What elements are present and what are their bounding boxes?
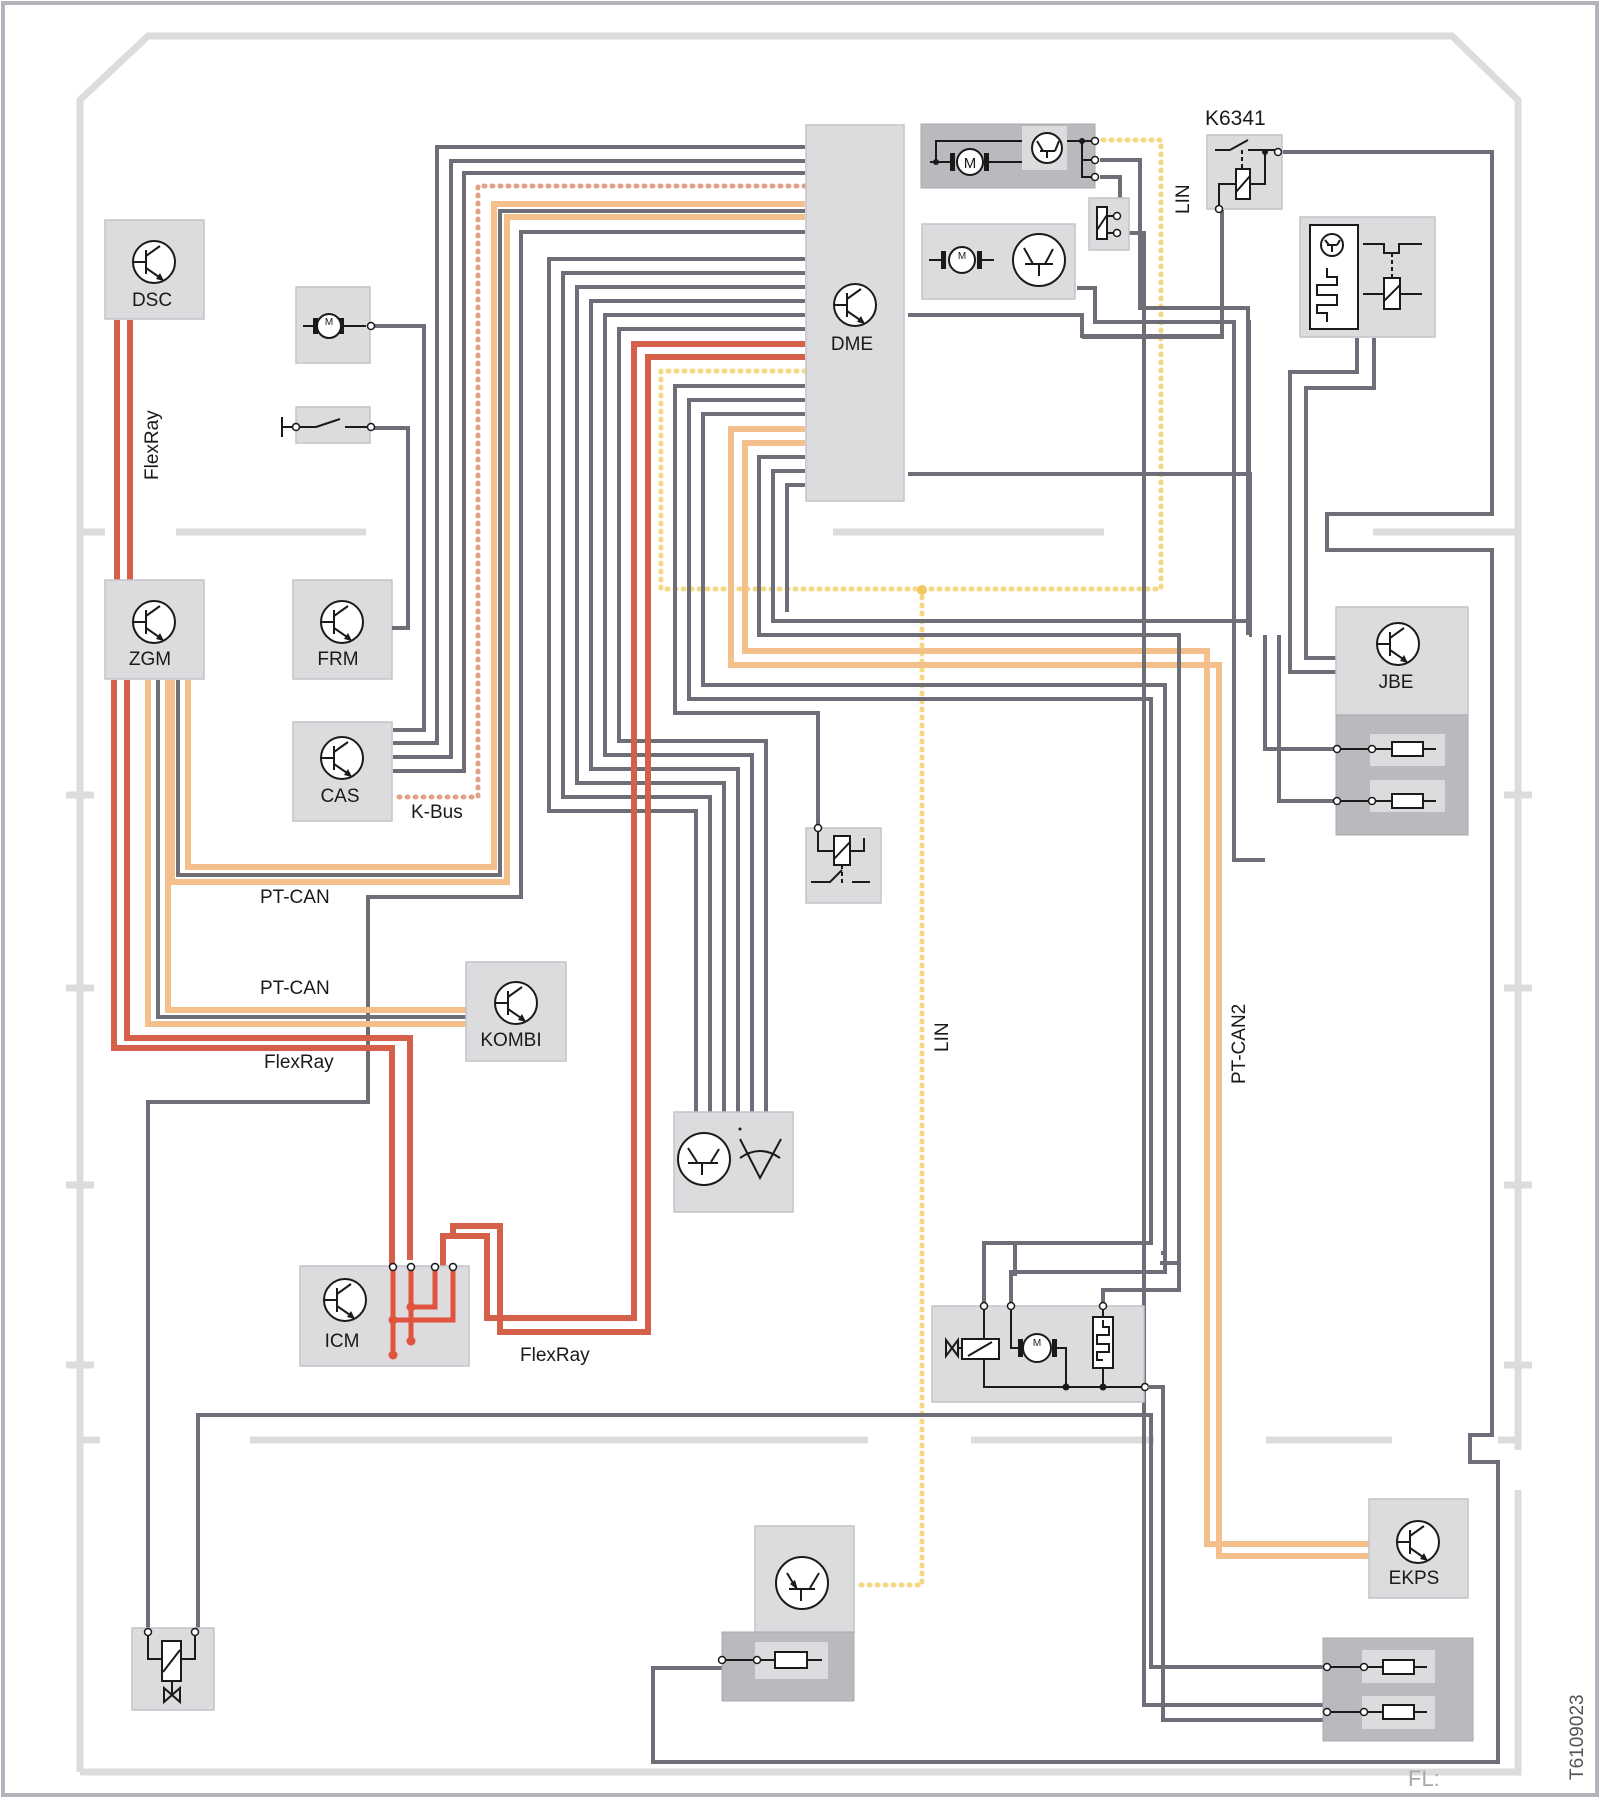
zgm-buses — [111, 680, 468, 1272]
vehicle-outline — [66, 32, 1532, 1776]
corner-label: FL: — [1408, 1766, 1440, 1791]
module-dsc[interactable]: DSC — [104, 219, 205, 320]
module-zgm[interactable]: ZGM — [104, 579, 205, 680]
fuse-icon — [1332, 793, 1436, 809]
fuse-icon — [1322, 1659, 1427, 1675]
sensor-fuse-box[interactable] — [717, 1631, 855, 1702]
control-unit-icon — [132, 600, 176, 644]
module-label: ICM — [325, 1331, 360, 1352]
module-cas[interactable]: CAS — [292, 721, 393, 822]
actuator-motor-1[interactable]: M — [295, 286, 376, 364]
heater-relay-module[interactable] — [1299, 216, 1436, 338]
control-unit-icon — [323, 1278, 367, 1322]
fuel-system-module[interactable]: M — [931, 1301, 1150, 1403]
fuse-icon — [717, 1651, 822, 1669]
module-label: DME — [831, 334, 873, 355]
control-unit-icon — [494, 981, 538, 1025]
control-unit-icon — [1376, 622, 1420, 666]
module-label: EKPS — [1389, 1568, 1440, 1589]
motor-sensor-module[interactable]: M — [921, 223, 1076, 300]
relay-label: K6341 — [1205, 107, 1266, 130]
module-jbe[interactable]: JBE — [1335, 606, 1469, 716]
module-label: CAS — [320, 786, 359, 807]
relay-small[interactable] — [1088, 197, 1130, 251]
module-frm[interactable]: FRM — [292, 579, 393, 680]
bus-label-kbus: K-Bus — [411, 802, 463, 823]
bus-label-lin-top: LIN — [1173, 184, 1194, 214]
wire-bundle-dme — [146, 137, 1374, 1648]
module-icm[interactable]: ICM — [299, 1262, 470, 1367]
fuse-icon — [1332, 741, 1436, 757]
sensor-lower[interactable] — [754, 1525, 855, 1634]
module-label: ZGM — [129, 649, 171, 670]
jbe-fuse-box[interactable] — [1332, 714, 1469, 836]
module-label: JBE — [1379, 672, 1414, 693]
module-kombi[interactable]: KOMBI — [465, 961, 567, 1062]
bus-label-ptcan-upper: PT-CAN — [260, 887, 330, 908]
throttle-actuator-module[interactable]: M — [920, 123, 1100, 189]
bus-label-flexray-vertical: FlexRay — [142, 410, 163, 480]
module-label: DSC — [132, 290, 172, 311]
motor-icon: M — [964, 155, 977, 172]
module-label: KOMBI — [480, 1030, 541, 1051]
bus-label-ptcan2: PT-CAN2 — [1229, 1004, 1250, 1084]
control-unit-icon — [320, 600, 364, 644]
module-dme[interactable]: DME — [805, 124, 905, 502]
bus-label-flexray-icm: FlexRay — [520, 1345, 590, 1366]
bus-label-flexray-zgm: FlexRay — [264, 1052, 334, 1073]
flexray-dsc-zgm — [114, 320, 133, 580]
bus-label-lin-center: LIN — [932, 1022, 953, 1052]
fuse-icon — [1322, 1704, 1427, 1720]
switch-component[interactable] — [281, 406, 376, 444]
ecu-connectors — [982, 1241, 1181, 1306]
motor-icon: M — [1033, 1338, 1041, 1349]
motor-icon: M — [325, 317, 333, 328]
module-label: FRM — [317, 649, 358, 670]
module-ekps[interactable]: EKPS — [1368, 1498, 1469, 1599]
control-unit-icon — [132, 240, 176, 284]
motor-icon: M — [958, 251, 966, 262]
figure-id: T6109023 — [1567, 1694, 1588, 1780]
relay-mid[interactable] — [805, 823, 882, 904]
valve-component[interactable] — [131, 1627, 215, 1711]
bus-label-ptcan-lower: PT-CAN — [260, 978, 330, 999]
lin-junction — [917, 585, 927, 595]
relay-k6341[interactable]: K6341 — [1205, 107, 1283, 214]
control-unit-icon — [833, 283, 877, 327]
rear-fuse-box[interactable] — [1322, 1637, 1474, 1742]
control-unit-icon — [1396, 1520, 1440, 1564]
control-unit-icon — [320, 736, 364, 780]
sensor-module[interactable] — [673, 1111, 794, 1213]
